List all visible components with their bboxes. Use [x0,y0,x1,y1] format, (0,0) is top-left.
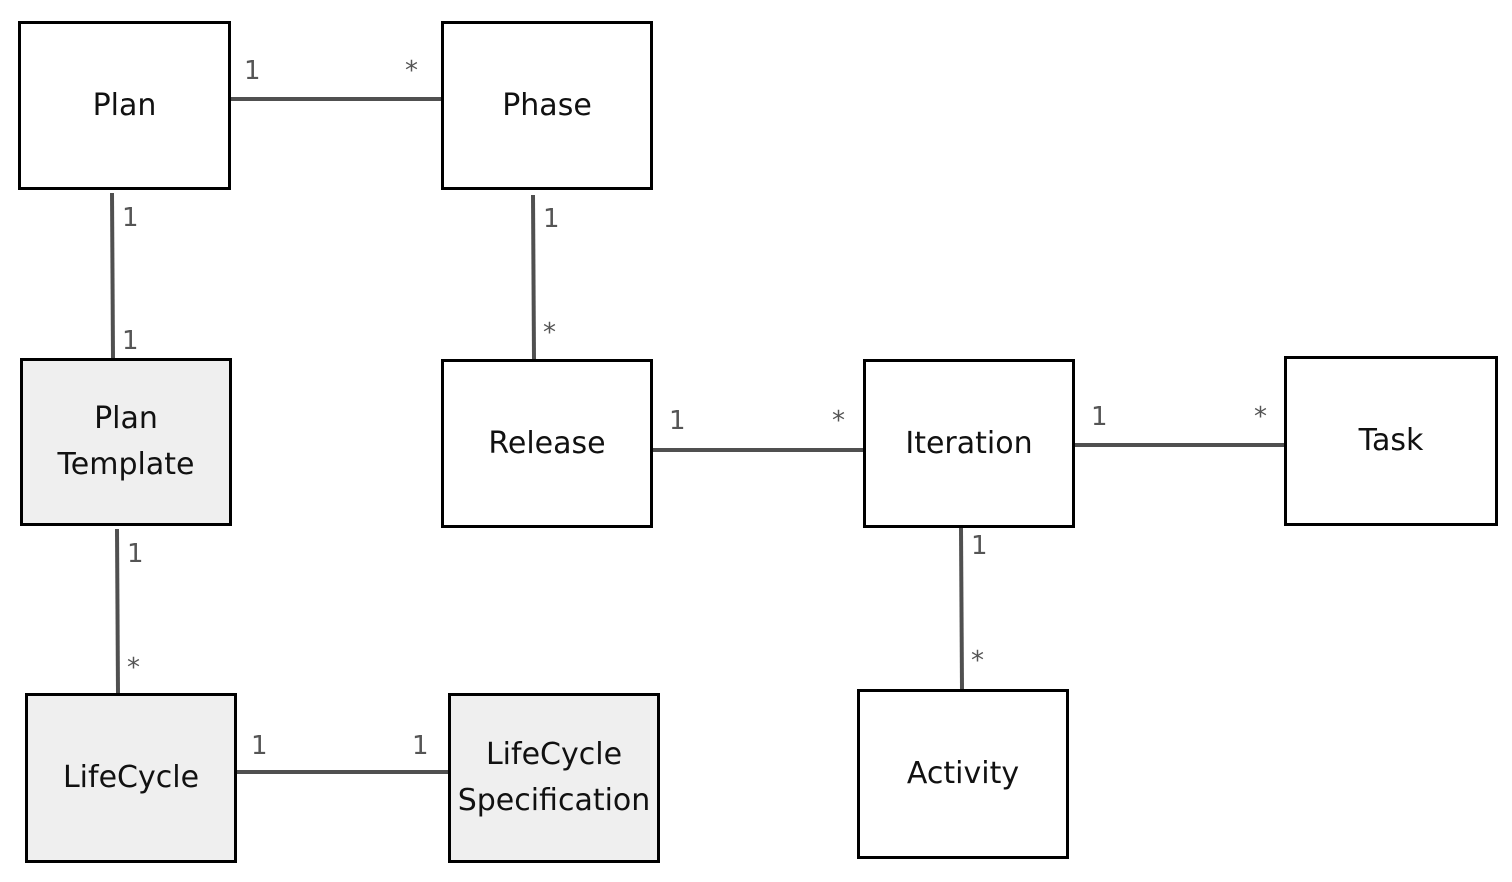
multiplicity-phase-release-target: * [543,318,556,348]
entity-lifecycle-label: LifeCycle [62,760,200,795]
multiplicity-plan-plan-template-source: 1 [122,203,139,233]
multiplicity-plan-template-lifecycle-target: * [127,653,140,683]
association-plan-template-lifecycle [115,528,120,695]
multiplicity-plan-template-lifecycle-source: 1 [127,539,144,569]
entity-iteration-label: Iteration [905,425,1033,461]
entity-iteration[interactable]: Iteration [863,359,1075,528]
entity-lifecycle-specification-label: LifeCycle Specification [457,737,651,818]
entity-release-label: Release [488,425,606,461]
entity-activity-label: Activity [906,756,1020,791]
entity-lifecycle-specification[interactable]: LifeCycle Specification [448,693,660,863]
multiplicity-iteration-activity-source: 1 [971,531,988,561]
multiplicity-plan-plan-template-target: 1 [122,326,139,356]
entity-plan-template-label: Plan Template [57,401,195,482]
entity-plan-template[interactable]: Plan Template [20,358,232,526]
multiplicity-release-iteration-target: * [832,406,845,436]
multiplicity-iteration-task-target: * [1254,402,1267,432]
multiplicity-phase-release-source: 1 [543,204,560,234]
multiplicity-lifecycle-lifecycle-specification-source: 1 [251,731,268,761]
association-iteration-activity [959,527,964,691]
association-plan-plan-template [110,192,115,359]
entity-phase[interactable]: Phase [441,21,653,190]
multiplicity-plan-phase-target: * [405,56,418,86]
entity-plan[interactable]: Plan [18,21,231,190]
entity-plan-label: Plan [92,87,157,123]
multiplicity-release-iteration-source: 1 [669,406,686,436]
entity-task[interactable]: Task [1284,356,1498,526]
entity-phase-label: Phase [502,87,592,123]
entity-task-label: Task [1358,423,1424,458]
association-phase-release [531,194,536,360]
multiplicity-iteration-activity-target: * [971,646,984,676]
entity-activity[interactable]: Activity [857,689,1069,859]
entity-release[interactable]: Release [441,359,653,528]
multiplicity-iteration-task-source: 1 [1091,402,1108,432]
entity-lifecycle[interactable]: LifeCycle [25,693,237,863]
multiplicity-plan-phase-source: 1 [244,56,261,86]
multiplicity-lifecycle-lifecycle-specification-target: 1 [412,731,429,761]
